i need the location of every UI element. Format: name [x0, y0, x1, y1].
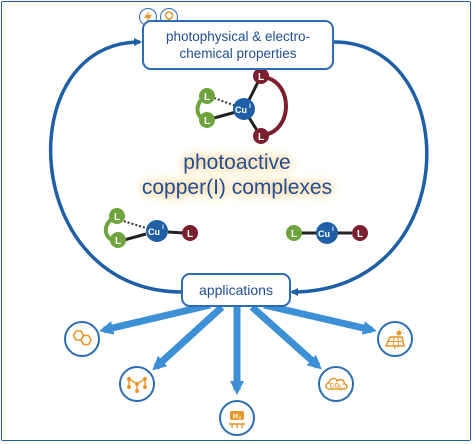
co2-subscript: 2 [339, 385, 342, 390]
ligand-letter: L [204, 116, 210, 127]
copper-center [316, 222, 338, 244]
ligand-green-lower [110, 232, 126, 248]
properties-box: photophysical & electro- chemical proper… [142, 20, 334, 70]
ligand-red [352, 225, 368, 241]
metal-label: Cu [148, 227, 160, 237]
metal-superscript: I [162, 225, 164, 231]
metal-superscript: I [332, 227, 334, 233]
cycle-arrow-left [48, 38, 183, 294]
ligand-letter: L [258, 132, 264, 143]
properties-line-1: photophysical & electro- [165, 29, 311, 44]
cycle-arrow-right [290, 40, 429, 296]
hydrogen-icon: H 2 [219, 400, 255, 436]
aromatic-molecule-icon [64, 321, 100, 357]
ligand-red-lower [253, 128, 269, 144]
molecular-network-icon [119, 366, 155, 402]
ligand-letter: L [204, 92, 210, 103]
metal-label: Cu [235, 105, 247, 115]
ligand-letter: L [357, 229, 363, 240]
ligand-red-upper [253, 68, 269, 84]
complex-trigonal: L L L Cu I [103, 208, 198, 248]
ligand-letter: L [291, 229, 297, 240]
copper-center [146, 220, 168, 242]
solar-panel-icon [377, 321, 413, 357]
co2-icon: CO 2 [318, 366, 354, 402]
ligand-letter: L [258, 72, 264, 83]
fan-arrow-1 [99, 301, 211, 335]
ligand-red [182, 225, 198, 241]
complex-linear: L L Cu I [286, 222, 368, 244]
ligand-green-upper [199, 88, 215, 104]
fan-arrow-2 [152, 304, 225, 371]
metal-label: Cu [318, 229, 330, 239]
complex-tetrahedral: L L L L Cu I [195, 68, 288, 144]
central-label-line-2: copper(I) complexes [141, 176, 333, 199]
ligand-green-upper [109, 208, 125, 224]
co2-label: CO [330, 383, 340, 390]
applications-box: applications [181, 273, 291, 307]
copper-center [233, 98, 255, 120]
fan-arrow-4 [249, 304, 322, 370]
h2-label: H [233, 414, 238, 421]
properties-line-2: chemical properties [179, 46, 297, 61]
fan-arrow-5 [263, 301, 377, 335]
ligand-letter: L [114, 212, 120, 223]
ligand-letter: L [187, 229, 193, 240]
ligand-green [286, 225, 302, 241]
ligand-letter: L [115, 236, 121, 247]
ligand-green-lower [199, 112, 215, 128]
h2-subscript: 2 [239, 416, 242, 421]
metal-superscript: I [249, 104, 251, 110]
central-label-line-1: photoactive [183, 151, 291, 174]
applications-label: applications [199, 282, 273, 298]
central-label: photoactive copper(I) complexes [120, 150, 354, 200]
